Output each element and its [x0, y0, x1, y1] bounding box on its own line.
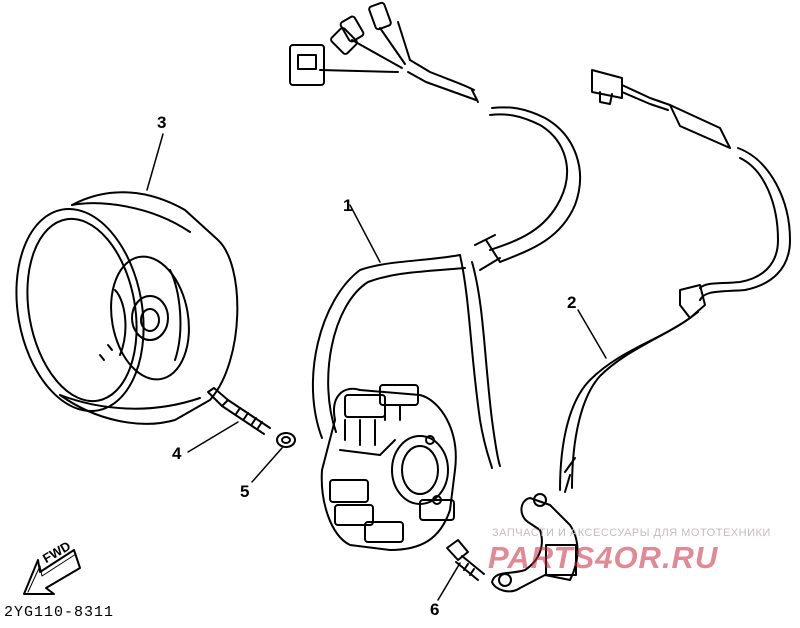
watermark-tagline: ЗАПЧАСТИ И АКСЕССУАРЫ ДЛЯ МОТОТЕХНИКИ [492, 527, 771, 539]
fwd-arrow-icon [23, 549, 81, 595]
bolt-4 [207, 387, 271, 435]
screw-6 [446, 539, 485, 581]
callout-4: 4 [172, 444, 182, 463]
callout-5: 5 [240, 482, 250, 501]
callout-6: 6 [430, 600, 440, 619]
stator-harness [289, 1, 582, 469]
washer-5 [276, 432, 296, 448]
callout-1: 1 [343, 196, 353, 215]
part-code: 2YG110-8311 [4, 604, 115, 621]
callout-leaders [146, 133, 607, 601]
pickup-coil [491, 69, 791, 593]
watermark-logo: PARTS4OR.RU [488, 540, 719, 575]
stator-assembly [320, 384, 457, 551]
flywheel-rotor [15, 191, 239, 425]
callout-2: 2 [567, 293, 577, 312]
callout-3: 3 [157, 113, 167, 132]
